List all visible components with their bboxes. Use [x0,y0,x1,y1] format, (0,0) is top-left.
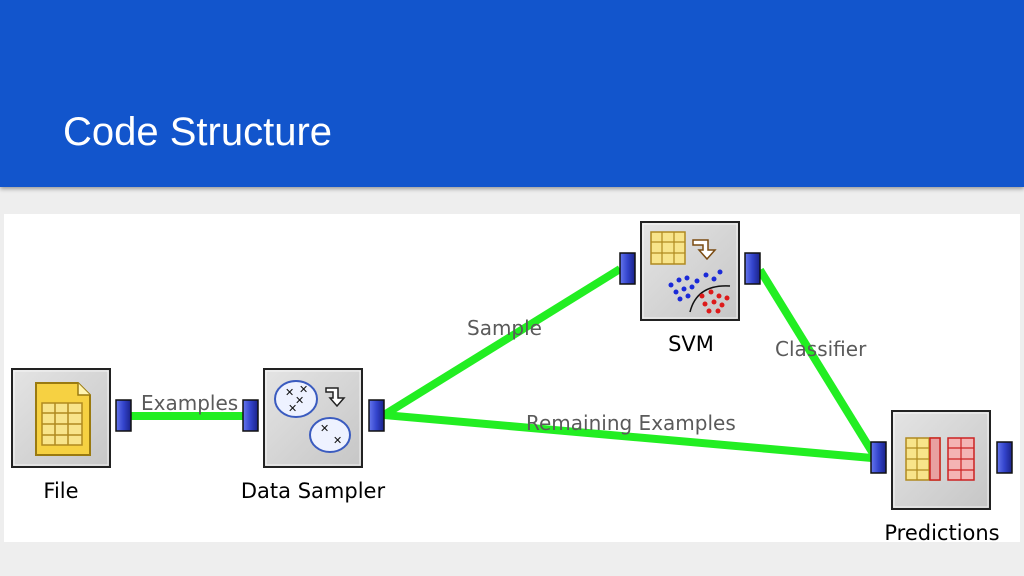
table-file-icon [35,382,91,456]
link-label-examples: Examples [141,391,238,415]
widget-label-file: File [43,479,78,503]
link-remaining-examples[interactable] [383,411,873,462]
link-label-remaining-examples: Remaining Examples [526,411,736,435]
slide-title: Code Structure [63,110,333,154]
widget-data-sampler[interactable]: ✕ ✕ ✕ ✕ ✕ ✕ [263,368,363,468]
svg-text:✕: ✕ [288,402,297,415]
svg-text:✕: ✕ [295,394,304,407]
link-label-sample: Sample [467,316,542,340]
data-sampler-output-port[interactable] [368,399,385,432]
svm-input-port[interactable] [619,252,636,285]
widget-predictions[interactable] [891,410,991,510]
link-sample[interactable] [381,265,623,419]
svm-icon [650,231,731,314]
predictions-icon [905,437,975,481]
svg-text:✕: ✕ [285,386,294,399]
predictions-output-port[interactable] [996,441,1013,474]
workflow-canvas[interactable] [4,214,1020,542]
slide-header: Code Structure [0,0,1024,187]
data-sampler-input-port[interactable] [242,399,259,432]
widget-label-predictions: Predictions [884,521,999,545]
svg-text:✕: ✕ [299,383,308,396]
link-classifier[interactable] [756,267,878,458]
svm-output-port[interactable] [744,252,761,285]
link-label-classifier: Classifier [775,337,867,361]
widget-label-data-sampler: Data Sampler [241,479,386,503]
svg-text:✕: ✕ [320,422,329,435]
svg-text:✕: ✕ [333,434,342,447]
widget-file[interactable] [11,368,111,468]
predictions-input-port[interactable] [870,441,887,474]
data-sampler-icon: ✕ ✕ ✕ ✕ ✕ ✕ [274,380,351,453]
file-output-port[interactable] [115,399,132,432]
widget-svm[interactable] [640,221,740,321]
widget-label-svm: SVM [668,332,714,356]
